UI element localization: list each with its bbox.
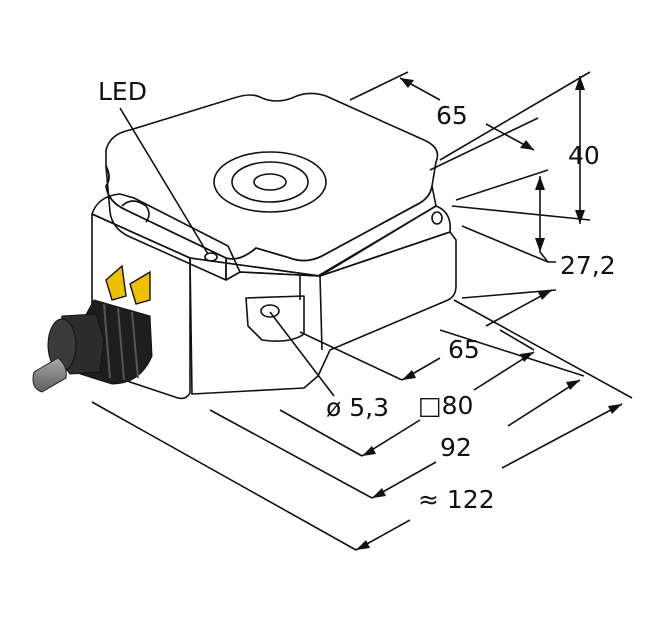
dim-27-ext — [455, 169, 549, 201]
housing-front-side — [105, 165, 227, 281]
length-92-label: 92 — [440, 433, 472, 462]
housing-groove-2 — [319, 275, 323, 351]
mounting-hole-label: ø 5,3 — [326, 393, 389, 422]
dim-65-low-ext1 — [461, 289, 557, 299]
dim-80-ext2 — [279, 409, 363, 457]
strain-relief-fins — [105, 264, 151, 305]
dim-122-ext2 — [91, 401, 357, 551]
dim-40-ext-top — [439, 71, 591, 161]
led-window — [204, 252, 218, 262]
height-lower-label: 27,2 — [560, 251, 616, 280]
dim-92-ext2 — [209, 409, 373, 499]
base-right-face — [189, 231, 457, 395]
top-width-label: 65 — [436, 101, 468, 130]
sensing-ring-outer — [213, 151, 327, 213]
dim-27-line — [539, 176, 556, 263]
dim-92-line — [371, 379, 581, 499]
right-mounting-hole — [431, 211, 443, 225]
square-size-label: □80 — [418, 391, 473, 420]
mounting-hole — [260, 304, 280, 318]
dim-80-ext — [499, 329, 535, 351]
dim-122-ext — [453, 299, 633, 399]
dim-top-65-ext2 — [429, 117, 539, 171]
top-notch-left — [121, 200, 150, 223]
hole-leader — [269, 311, 335, 397]
dim-122-line — [355, 403, 623, 551]
gland-ridges — [103, 303, 139, 381]
led-leader — [119, 107, 209, 255]
length-total-label: ≈ 122 — [418, 485, 495, 514]
sensing-ring-inner — [253, 173, 287, 191]
dimensions — [91, 71, 633, 551]
dim-92-ext — [439, 329, 585, 377]
hole-spacing-label: 65 — [448, 335, 480, 364]
housing-right-side — [225, 185, 437, 281]
height-total-label: 40 — [568, 141, 600, 170]
dim-65-low-ext2 — [299, 331, 403, 381]
dim-40-ext-bot — [451, 205, 591, 221]
dim-27-ext-bot — [461, 225, 549, 263]
cable-gland — [32, 264, 153, 393]
cable — [32, 357, 67, 393]
led-label: LED — [98, 77, 147, 106]
sensing-ring-middle — [231, 161, 309, 203]
dim-top-65-ext1 — [349, 71, 409, 101]
